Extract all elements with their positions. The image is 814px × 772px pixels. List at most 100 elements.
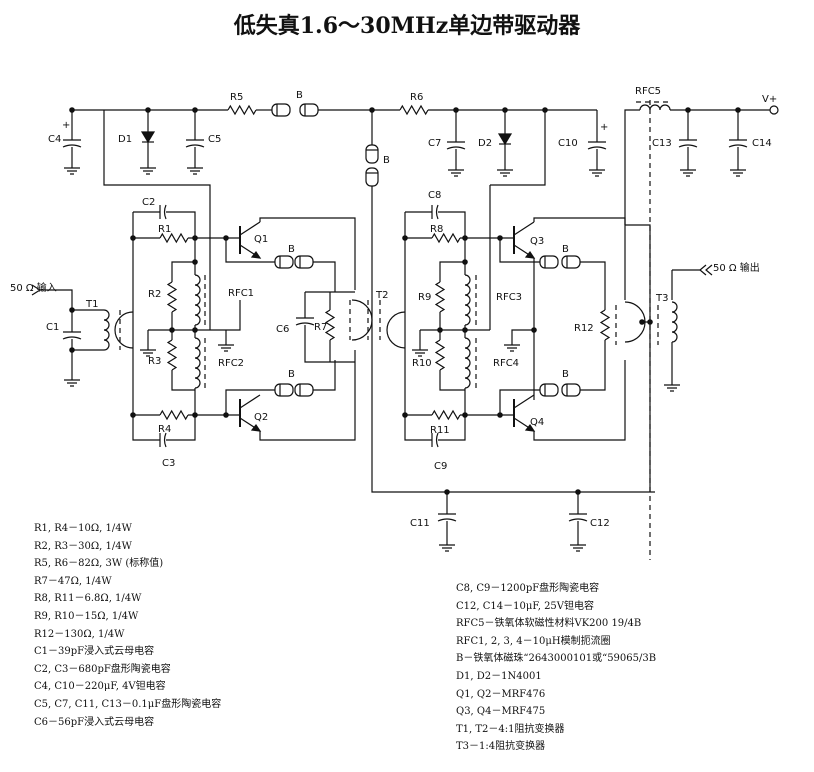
diode-symbol (497, 133, 513, 146)
wire (225, 238, 275, 263)
label-b-vert: B (383, 155, 390, 166)
resistor-symbol (434, 281, 446, 313)
junction-dot (639, 319, 645, 325)
label-c3: C3 (162, 458, 175, 469)
parts-list-item: B－铁氧体磁珠“2643000101或“59065/3B (456, 653, 657, 665)
wire (533, 360, 626, 441)
parts-list-item: Q3, Q4－MRF475 (456, 706, 546, 718)
wire (259, 350, 356, 441)
resistor-symbol (434, 339, 446, 371)
capacitor-symbol (437, 518, 457, 522)
label-c11: C11 (410, 518, 430, 529)
wire (313, 261, 336, 292)
ferrite-bead-icon (365, 144, 379, 164)
junction-dot (192, 412, 198, 418)
label-c13: C13 (652, 138, 672, 149)
ferrite-bead-icon (539, 383, 559, 397)
parts-list-item: Q1, Q2－MRF476 (456, 688, 546, 700)
wire (499, 238, 540, 263)
label-r4: R4 (158, 424, 171, 435)
label-r10: R10 (412, 358, 432, 369)
wire (132, 415, 160, 441)
label-r1: R1 (158, 224, 171, 235)
wire (439, 370, 465, 391)
label-b-q4: B (562, 369, 569, 380)
capacitor-symbol (163, 204, 167, 220)
label-r11: R11 (430, 425, 450, 436)
junction-dot (69, 107, 75, 113)
diagram-title: 低失真1.6～30MHz单边带驱动器 (233, 13, 581, 39)
transistor-emitter-arrow (524, 250, 536, 259)
output-connector-icon (699, 264, 713, 276)
junction-dot (444, 489, 450, 495)
junction-dot (130, 412, 136, 418)
wire (225, 389, 275, 415)
parts-list-item: C8, C9－1200pF盘形陶瓷电容 (456, 583, 600, 594)
parts-list-item: C1－39pF浸入式云母电容 (34, 646, 155, 658)
label-q4: Q4 (530, 417, 544, 428)
wire (166, 415, 196, 441)
components (31, 100, 779, 560)
ferrite-bead-icon (539, 255, 559, 269)
label-r8: R8 (430, 224, 443, 235)
junction-dot (192, 327, 198, 333)
label-c9: C9 (434, 461, 447, 472)
parts-list-item: R8, R11－6.8Ω, 1/4W (34, 593, 142, 605)
junction-dot (453, 107, 459, 113)
junction-dot (402, 235, 408, 241)
parts-list-item: R7－47Ω, 1/4W (34, 575, 112, 587)
label-c10: C10 (558, 138, 578, 149)
junction-dot (462, 259, 468, 265)
capacitor-symbol (446, 146, 466, 150)
label-plus-c10: + (600, 122, 608, 133)
wire (533, 217, 626, 300)
wire (103, 110, 211, 330)
inductor-symbol (639, 104, 671, 111)
label-t1: T1 (85, 299, 98, 310)
wire (624, 109, 640, 225)
resistor-symbol (324, 309, 336, 341)
ferrite-bead-icon (561, 255, 581, 269)
ground-icon (664, 384, 680, 392)
wire (438, 415, 466, 441)
label-rfc4: RFC4 (493, 358, 519, 369)
label-q3: Q3 (530, 236, 544, 247)
junction-dot (145, 107, 151, 113)
t2-secondary-loop (386, 311, 406, 349)
ground-icon (218, 344, 234, 352)
junction-dot (169, 327, 175, 333)
junction-dot (192, 235, 198, 241)
label-r5: R5 (230, 92, 243, 103)
capacitor-symbol (295, 322, 315, 326)
label-c7: C7 (428, 138, 441, 149)
ferrite-bead-icon (561, 383, 581, 397)
ferrite-bead-icon (294, 383, 314, 397)
ferrite-bead-icon (274, 255, 294, 269)
ground-icon (570, 544, 586, 552)
label-vplus: V+ (762, 94, 777, 105)
label-q1: Q1 (254, 234, 268, 245)
resistor-symbol (399, 104, 429, 116)
wire (259, 217, 356, 290)
transistor-symbol (239, 221, 261, 236)
junction-dot (462, 412, 468, 418)
resistor-symbol (166, 339, 178, 371)
inductor-symbol (464, 274, 471, 326)
capacitor-symbol (728, 144, 748, 148)
parts-list-item: C6－56pF浸入式云母电容 (34, 716, 155, 728)
wire (210, 300, 241, 331)
wire (439, 238, 466, 282)
junction-dot (192, 107, 198, 113)
parts-list-item: R9, R10－15Ω, 1/4W (34, 610, 139, 622)
component-labels: C4 + D1 C5 R5 B R6 B C7 D2 C10 + RFC5 C1… (10, 86, 777, 529)
parts-list-item: R5, R6－82Ω, 3W (标称值) (34, 558, 164, 570)
junction-dot (223, 412, 229, 418)
label-r2: R2 (148, 289, 161, 300)
capacitor-symbol (163, 432, 167, 448)
resistor-symbol (227, 104, 257, 116)
label-q2: Q2 (254, 412, 268, 423)
ground-icon (64, 167, 80, 175)
inductor-symbol (464, 337, 471, 389)
wire (171, 370, 195, 391)
